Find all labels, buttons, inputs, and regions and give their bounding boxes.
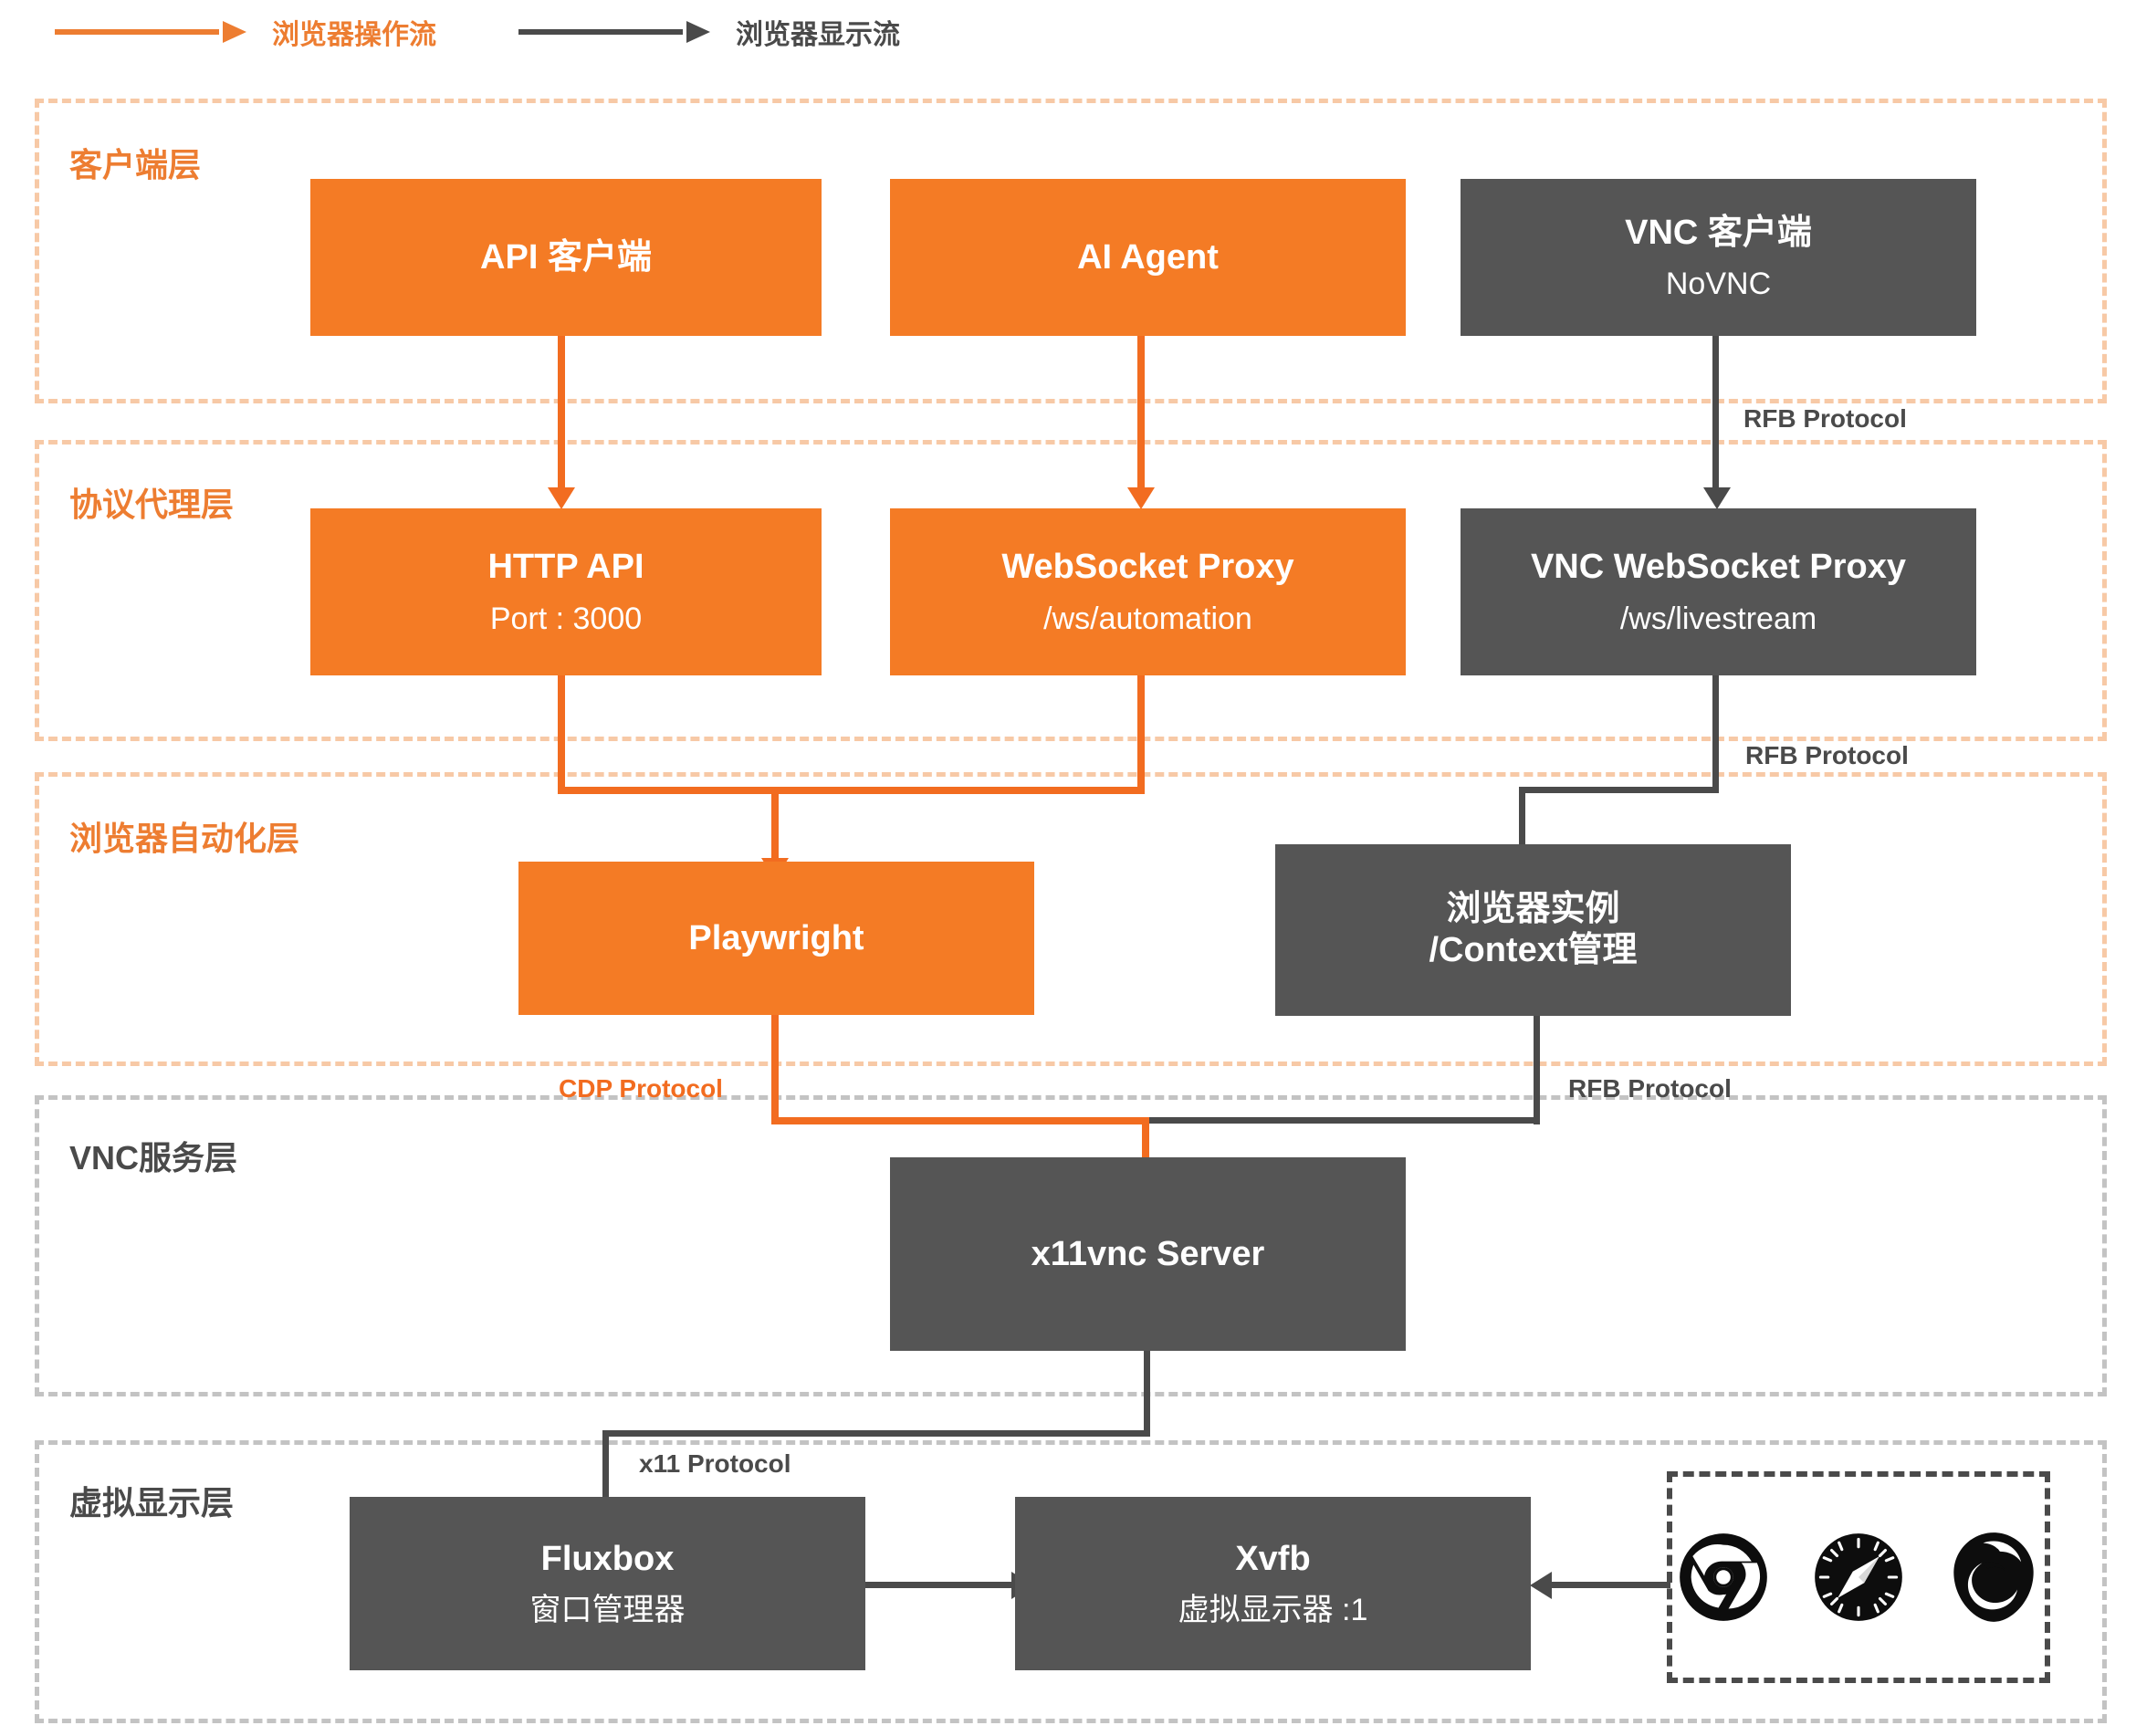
legend-item-display-flow: 浏览器显示流 <box>518 12 900 52</box>
layer-protocol <box>35 440 2107 741</box>
node-playwright[interactable]: Playwright <box>518 862 1034 1015</box>
node-vnc-websocket-proxy[interactable]: VNC WebSocket Proxy /ws/livestream <box>1461 508 1976 675</box>
arrowhead-agent-to-ws <box>1127 487 1155 509</box>
arrow-right-icon <box>518 21 710 43</box>
connector-http-down <box>558 674 565 794</box>
edge-label-rfb-mid: RFB Protocol <box>1745 741 1909 769</box>
node-http-api-title: HTTP API <box>487 548 644 587</box>
connector-vncws-jog <box>1519 787 1719 793</box>
legend-label-operation-flow: 浏览器操作流 <box>272 20 436 50</box>
safari-icon <box>1815 1533 1902 1621</box>
node-x11vnc-server[interactable]: x11vnc Server <box>890 1157 1406 1351</box>
connector-vncclient-to-vncws <box>1712 336 1719 493</box>
node-x11vnc-server-title: x11vnc Server <box>1031 1234 1265 1273</box>
arrow-right-icon <box>55 21 246 43</box>
connector-api-to-http <box>558 336 565 493</box>
edge-label-rfb-top: RFB Protocol <box>1743 404 1907 433</box>
edge-label-rfb-bottom: RFB Protocol <box>1568 1074 1732 1103</box>
node-websocket-proxy[interactable]: WebSocket Proxy /ws/automation <box>890 508 1406 675</box>
node-vnc-client[interactable]: VNC 客户端 NoVNC <box>1461 179 1976 336</box>
node-ai-agent-title: AI Agent <box>1077 237 1219 277</box>
arrowhead-vncclient-to-vncws <box>1703 487 1731 509</box>
connector-x11-to-fluxbox <box>602 1430 609 1512</box>
connector-playwright-down <box>771 1013 779 1124</box>
connector-vncws-down <box>1712 675 1719 792</box>
node-http-api[interactable]: HTTP API Port : 3000 <box>310 508 822 675</box>
connector-vncws-to-browser <box>1519 787 1525 863</box>
node-fluxbox-subtitle: 窗口管理器 <box>529 1593 686 1628</box>
node-playwright-title: Playwright <box>688 918 864 957</box>
node-api-client[interactable]: API 客户端 <box>310 179 822 336</box>
layer-virtual-display <box>35 1440 2107 1723</box>
connector-agent-to-ws <box>1137 336 1145 493</box>
legend-item-operation-flow: 浏览器操作流 <box>55 12 436 52</box>
arrowhead-browsers-to-xvfb <box>1530 1572 1552 1599</box>
layer-title-vnc-service: VNC服务层 <box>69 1139 238 1177</box>
connector-x11vnc-jog <box>602 1430 1150 1437</box>
node-vnc-websocket-proxy-title: VNC WebSocket Proxy <box>1530 548 1907 587</box>
layer-title-client: 客户端层 <box>69 146 202 183</box>
node-browser-context-title-line1: 浏览器实例 <box>1446 890 1620 929</box>
connector-merge-to-playwright <box>771 787 779 863</box>
connector-browsers-to-xvfb <box>1552 1582 1670 1588</box>
connector-browser-down <box>1534 1013 1540 1124</box>
node-websocket-proxy-subtitle: /ws/automation <box>1043 601 1252 636</box>
edge-label-cdp: CDP Protocol <box>559 1074 723 1103</box>
edge-label-x11: x11 Protocol <box>639 1449 791 1478</box>
layer-automation <box>35 772 2107 1066</box>
connector-x11vnc-down <box>1144 1349 1150 1437</box>
layer-client <box>35 99 2107 403</box>
node-vnc-client-title: VNC 客户端 <box>1625 213 1812 252</box>
layer-title-automation: 浏览器自动化层 <box>69 820 300 857</box>
connector-merge-bar-orange <box>558 787 1145 794</box>
connector-cdp-bar <box>771 1117 1146 1124</box>
node-vnc-client-subtitle: NoVNC <box>1665 267 1772 302</box>
node-vnc-websocket-proxy-subtitle: /ws/livestream <box>1619 601 1817 636</box>
node-fluxbox[interactable]: Fluxbox 窗口管理器 <box>350 1497 865 1670</box>
node-xvfb-subtitle: 虚拟显示器 :1 <box>1178 1593 1368 1628</box>
layer-title-protocol: 协议代理层 <box>69 486 235 523</box>
node-xvfb[interactable]: Xvfb 虚拟显示器 :1 <box>1015 1497 1531 1670</box>
legend: 浏览器操作流 浏览器显示流 <box>55 5 900 58</box>
node-xvfb-title: Xvfb <box>1235 1539 1311 1578</box>
legend-label-display-flow: 浏览器显示流 <box>736 20 900 50</box>
node-ai-agent[interactable]: AI Agent <box>890 179 1406 336</box>
connector-ws-down <box>1137 674 1145 794</box>
node-browser-context-title-line2: /Context管理 <box>1429 931 1638 969</box>
layer-vnc-service <box>35 1095 2107 1396</box>
connector-fluxbox-to-xvfb <box>865 1582 1015 1588</box>
node-http-api-subtitle: Port : 3000 <box>489 601 643 636</box>
browsers-group <box>1667 1471 2050 1683</box>
arrowhead-api-to-http <box>548 487 575 509</box>
node-api-client-title: API 客户端 <box>480 237 652 277</box>
connector-rfb-bar <box>1146 1117 1540 1124</box>
chrome-icon <box>1680 1533 1767 1621</box>
layer-title-virtual-display: 虚拟显示层 <box>69 1484 235 1522</box>
node-websocket-proxy-title: WebSocket Proxy <box>1001 548 1294 587</box>
firefox-icon <box>1953 1532 2034 1622</box>
node-fluxbox-title: Fluxbox <box>540 1539 675 1578</box>
node-browser-context[interactable]: 浏览器实例 /Context管理 <box>1275 844 1791 1016</box>
